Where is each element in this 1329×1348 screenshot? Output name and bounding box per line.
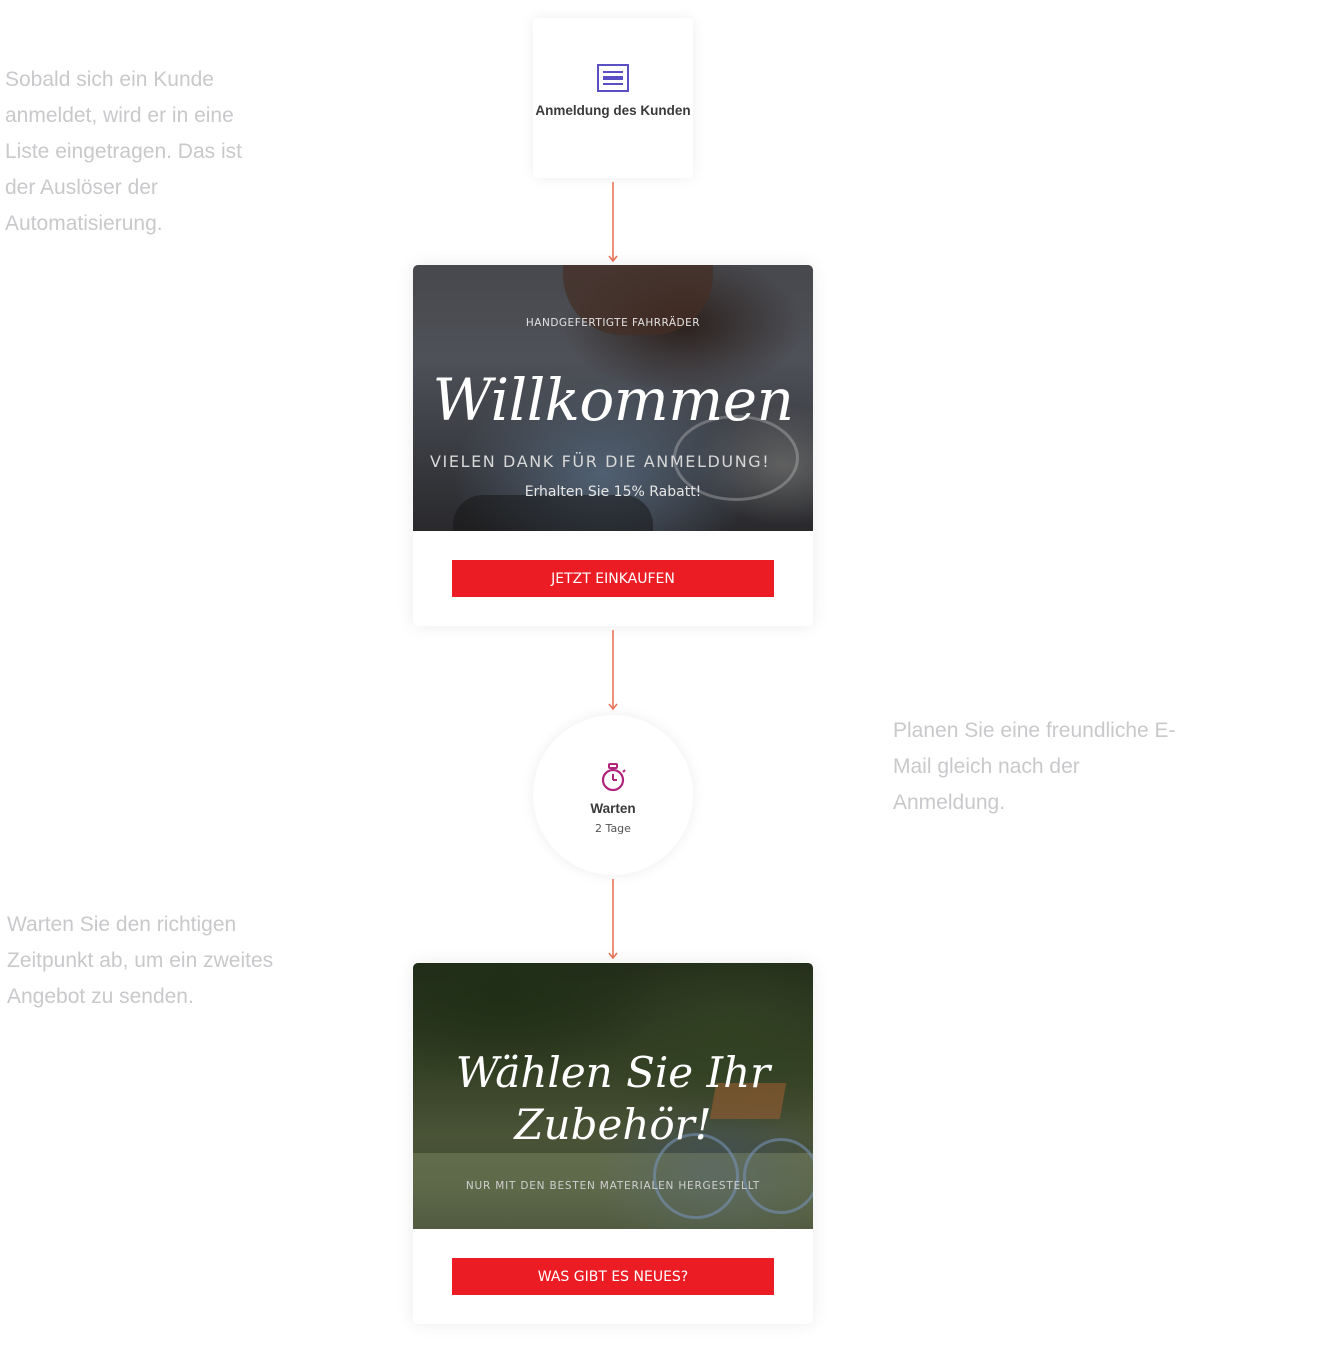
thanks-subline: VIELEN DANK FÜR DIE ANMELDUNG! — [430, 452, 771, 471]
schedule-explanation-note: Planen Sie eine freundliche E-Mail gleic… — [893, 719, 1176, 814]
trigger-explanation-note: Sobald sich ein Kunde anmeldet, wird er … — [5, 68, 242, 235]
welcome-hero-image: HANDGEFERTIGTE FAHRRÄDER Willkommen VIEL… — [413, 265, 813, 531]
connector-arrow — [608, 630, 618, 711]
stopwatch-icon — [601, 763, 626, 792]
welcome-headline: Willkommen — [432, 366, 794, 434]
brand-eyebrow: HANDGEFERTIGTE FAHRRÄDER — [525, 317, 701, 329]
accessories-hero-image: Wählen Sie Ihr Zubehör! NUR MIT DEN BEST… — [413, 963, 813, 1229]
connector-arrow — [608, 879, 618, 960]
materials-tagline: NUR MIT DEN BESTEN MATERIALEN HERGESTELL… — [465, 1180, 761, 1192]
wait-explanation-note: Warten Sie den richtigen Zeitpunkt ab, u… — [7, 913, 274, 1008]
trigger-label: Anmeldung des Kunden — [535, 103, 691, 118]
shop-now-button[interactable]: JETZT EINKAUFEN — [452, 560, 774, 597]
whats-new-button[interactable]: WAS GIBT ES NEUES? — [452, 1258, 774, 1295]
discount-offer: Erhalten Sie 15% Rabatt! — [524, 484, 702, 500]
welcome-email-card[interactable]: HANDGEFERTIGTE FAHRRÄDER Willkommen VIEL… — [413, 265, 813, 626]
accessories-headline: Wählen Sie Ihr Zubehör! — [455, 1048, 771, 1149]
form-icon — [597, 64, 629, 92]
wait-label: Warten — [590, 801, 636, 816]
wait-step-node[interactable]: Warten 2 Tage — [533, 715, 693, 875]
wait-duration: 2 Tage — [595, 822, 631, 835]
trigger-signup-card[interactable]: Anmeldung des Kunden — [533, 18, 693, 178]
connector-arrow — [608, 182, 618, 263]
accessories-email-card[interactable]: Wählen Sie Ihr Zubehör! NUR MIT DEN BEST… — [413, 963, 813, 1324]
